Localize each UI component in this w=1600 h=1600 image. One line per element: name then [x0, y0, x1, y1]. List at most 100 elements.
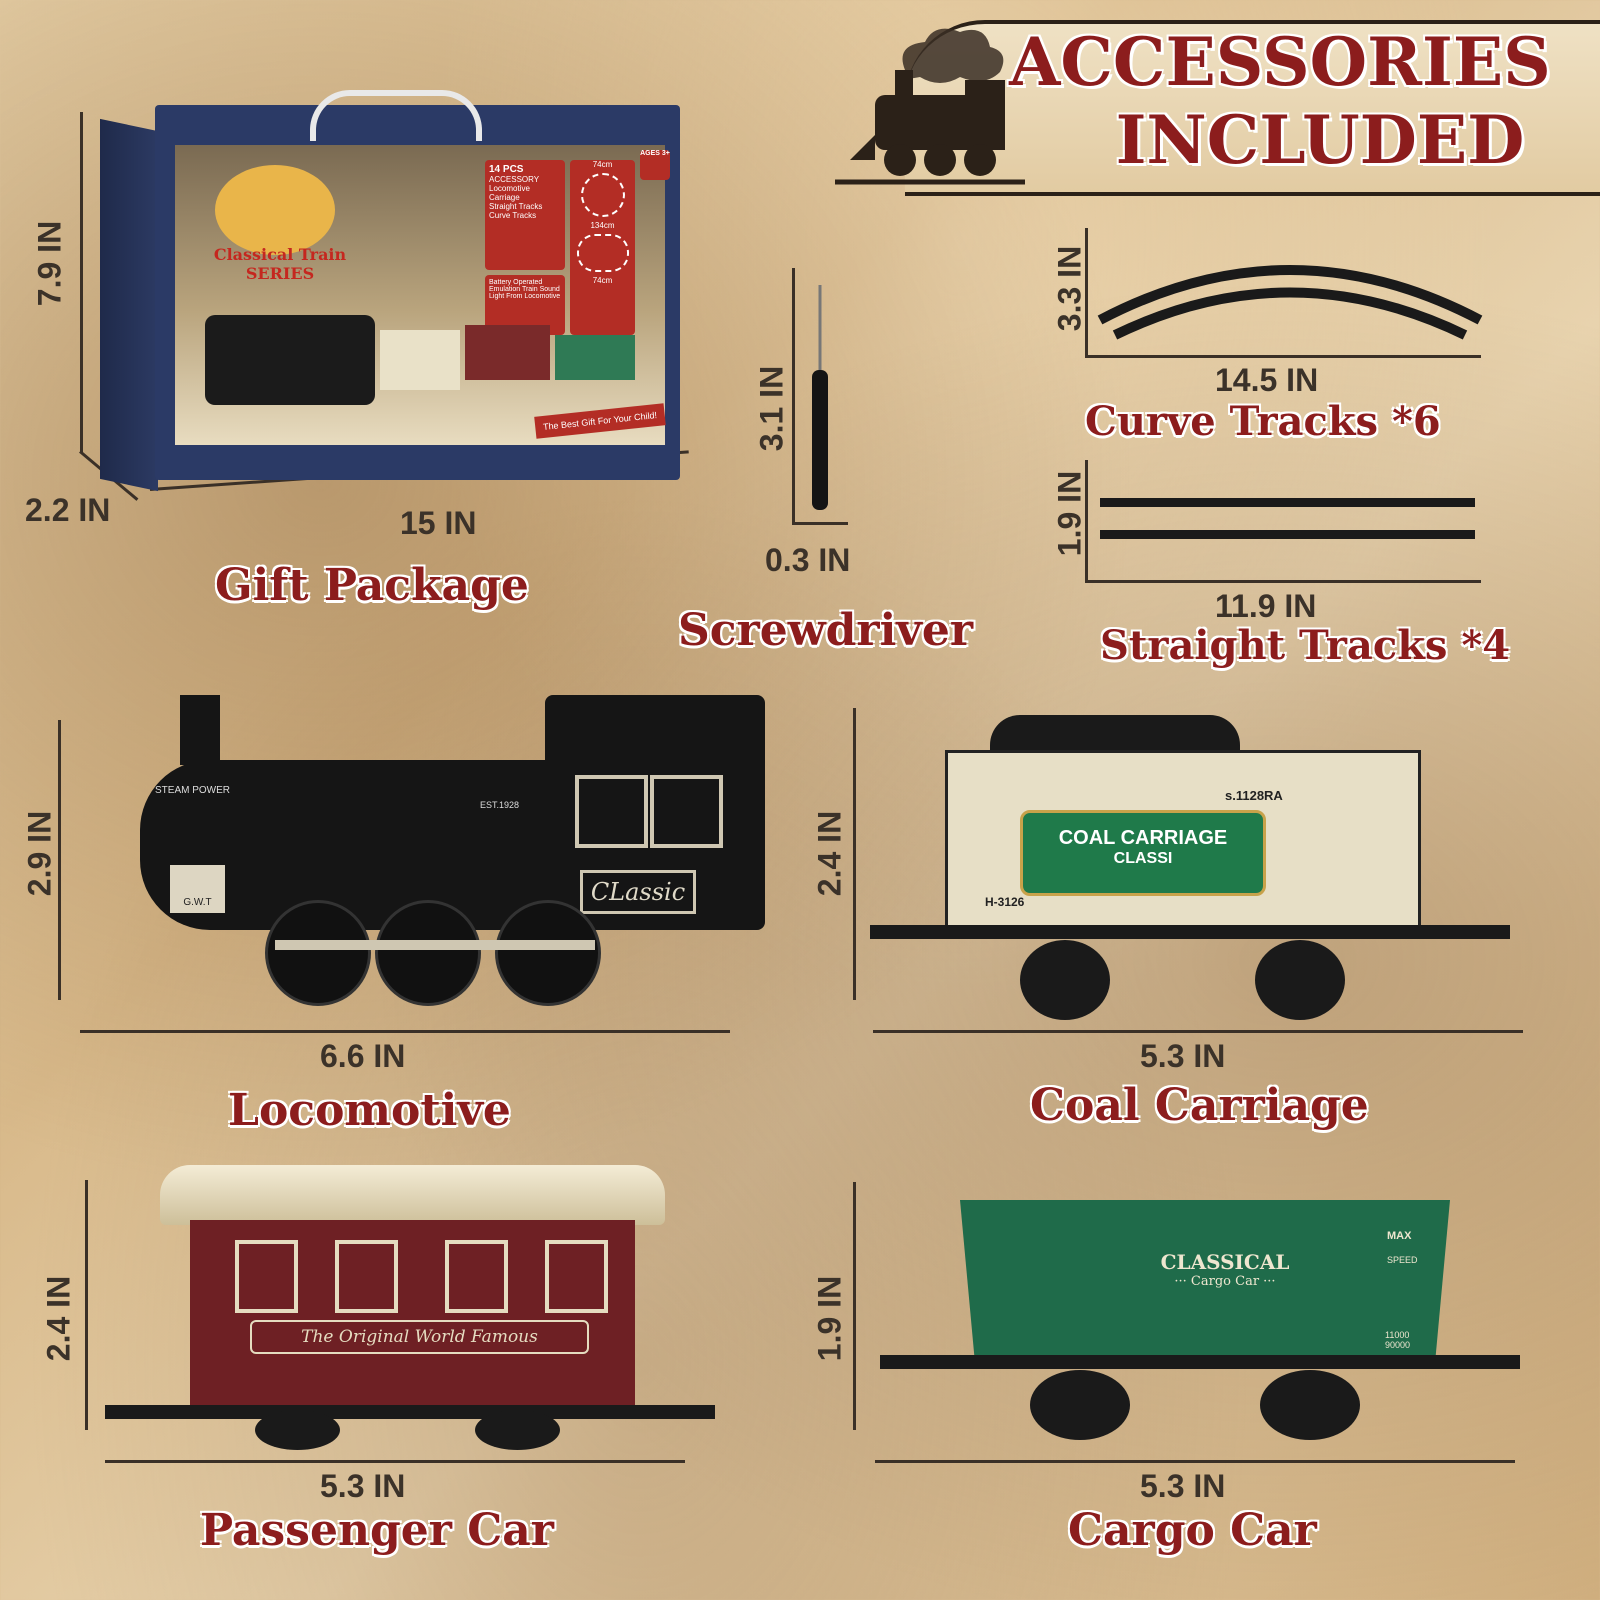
coal-width-label: 5.3 IN	[1140, 1038, 1226, 1074]
cargo-speed: SPEED	[1387, 1255, 1418, 1265]
passenger-wheel	[255, 1410, 340, 1450]
screwdriver-image	[812, 285, 828, 510]
straight-tracks-title: Straight Tracks *4	[1100, 622, 1511, 669]
gift-box-handle	[310, 90, 482, 141]
gift-box-accessory-heading: ACCESSORY	[489, 175, 540, 184]
cargo-wheel	[1030, 1370, 1130, 1440]
steam-train-icon	[835, 28, 1025, 185]
cargo-label-line1: CLASSICAL	[1160, 1250, 1290, 1274]
cargo-label: CLASSICAL ··· Cargo Car ···	[1145, 1250, 1305, 1289]
coal-height-line	[853, 708, 856, 1000]
coal-label: COAL CARRIAGE CLASSI	[1020, 810, 1266, 896]
locomotive-title: Locomotive	[228, 1085, 511, 1136]
straight-height-line	[1085, 460, 1088, 582]
loco-height-line	[58, 720, 61, 1000]
gift-box-track-dim: 74cm	[592, 276, 613, 285]
passenger-width-label: 5.3 IN	[320, 1468, 406, 1504]
gift-box-track-dim: 134cm	[590, 221, 615, 230]
gift-box-accessory-item: Straight Tracks	[489, 202, 543, 211]
passenger-car-title: Passenger Car	[200, 1505, 554, 1556]
locomotive-window	[650, 775, 723, 848]
cargo-body	[960, 1200, 1450, 1360]
locomotive-wheel	[265, 900, 371, 1006]
screwdriver-title: Screwdriver	[678, 605, 974, 656]
locomotive-rod	[275, 940, 595, 950]
gift-box-track-oval	[576, 234, 629, 272]
locomotive-badge: G.W.T	[170, 865, 225, 913]
cargo-height-line	[853, 1182, 856, 1430]
coal-wheel	[1020, 940, 1110, 1020]
coal-carriage-image: COAL CARRIAGE CLASSI s.1128RA H-3126	[870, 710, 1510, 1020]
coal-number: H-3126	[985, 895, 1025, 909]
loco-height-label: 2.9 IN	[21, 810, 58, 897]
gift-box-front: Classical Train SERIES 14 PCS ACCESSORY …	[155, 105, 680, 480]
coal-label-line1: COAL CARRIAGE	[1058, 827, 1228, 849]
gift-height-line	[80, 112, 83, 452]
accessories-banner	[905, 20, 1600, 196]
screwdriver-height-line	[792, 268, 795, 524]
cargo-max: MAX	[1387, 1230, 1412, 1242]
passenger-window	[545, 1240, 608, 1313]
passenger-wheel	[475, 1410, 560, 1450]
coal-chassis	[870, 925, 1510, 939]
gift-box-accessory-item: Locomotive	[489, 184, 530, 193]
gift-box-track-circle	[580, 173, 625, 217]
cargo-width-line	[875, 1460, 1515, 1463]
locomotive-wheel	[495, 900, 601, 1006]
loco-width-line	[80, 1030, 730, 1033]
curve-width-line	[1085, 355, 1481, 358]
screwdriver-width-label: 0.3 IN	[765, 542, 851, 578]
coal-carriage-title: Coal Carriage	[1030, 1080, 1369, 1131]
screwdriver-width-line	[792, 522, 848, 525]
locomotive-image: CLassic STEAM POWER EST.1928 G.W.T	[75, 690, 775, 1020]
gift-box-accessory-item: Curve Tracks	[489, 211, 537, 220]
gift-depth-label: 2.2 IN	[25, 492, 111, 528]
cargo-height-label: 1.9 IN	[811, 1275, 848, 1362]
gift-box-track-dim: 74cm	[592, 160, 613, 169]
curve-height-label: 3.3 IN	[1051, 245, 1088, 332]
banner-line1: ACCESSORIES	[1009, 23, 1551, 101]
gift-box-accessory-panel: 14 PCS ACCESSORY Locomotive Carriage Str…	[485, 160, 565, 270]
gift-box-feature: Emulation Train Sound	[489, 286, 560, 293]
passenger-height-label: 2.4 IN	[40, 1275, 77, 1362]
gift-box-feature: Light From Locomotive	[489, 293, 561, 300]
passenger-window	[235, 1240, 298, 1313]
gift-box-train-image	[205, 295, 635, 415]
gift-box-feature: Battery Operated	[489, 279, 543, 286]
passenger-width-line	[105, 1460, 685, 1463]
gift-box-age-badge: AGES 3+	[640, 150, 670, 180]
cargo-wheel	[1260, 1370, 1360, 1440]
cargo-width-label: 5.3 IN	[1140, 1468, 1226, 1504]
gift-box-side	[100, 118, 158, 492]
gift-width-label: 15 IN	[400, 505, 477, 541]
locomotive-window	[575, 775, 648, 848]
gift-box-pcs: 14 PCS	[489, 164, 524, 175]
coal-code: s.1128RA	[1225, 788, 1283, 803]
coal-wheel	[1255, 940, 1345, 1020]
curve-height-line	[1085, 228, 1088, 358]
straight-width-label: 11.9 IN	[1215, 588, 1317, 624]
curve-width-label: 14.5 IN	[1215, 362, 1319, 398]
screwdriver-height-label: 3.1 IN	[753, 365, 790, 452]
passenger-body	[190, 1220, 635, 1415]
locomotive-wheel	[375, 900, 481, 1006]
curve-tracks-title: Curve Tracks *6	[1085, 398, 1441, 445]
straight-width-line	[1085, 580, 1481, 583]
cargo-car-image: CLASSICAL ··· Cargo Car ··· MAX SPEED 11…	[880, 1195, 1520, 1450]
gift-box-track-diagram: 74cm 134cm 74cm	[570, 160, 635, 335]
curve-track-image	[1097, 265, 1483, 340]
locomotive-side-text: STEAM POWER	[155, 785, 231, 796]
locomotive-plate: CLassic	[580, 870, 696, 914]
passenger-script: The Original World Famous	[250, 1320, 589, 1354]
cargo-nums: 11000 90000	[1385, 1330, 1411, 1350]
cargo-label-line2: ··· Cargo Car ···	[1174, 1274, 1276, 1289]
gift-box-logo	[215, 165, 335, 255]
locomotive-est: EST.1928	[480, 800, 520, 810]
loco-width-label: 6.6 IN	[320, 1038, 406, 1074]
coal-height-label: 2.4 IN	[811, 810, 848, 897]
straight-height-label: 1.9 IN	[1051, 470, 1088, 557]
gift-height-label: 7.9 IN	[31, 220, 68, 307]
passenger-window	[445, 1240, 508, 1313]
gift-package-title: Gift Package	[215, 560, 529, 611]
cargo-chassis	[880, 1355, 1520, 1369]
